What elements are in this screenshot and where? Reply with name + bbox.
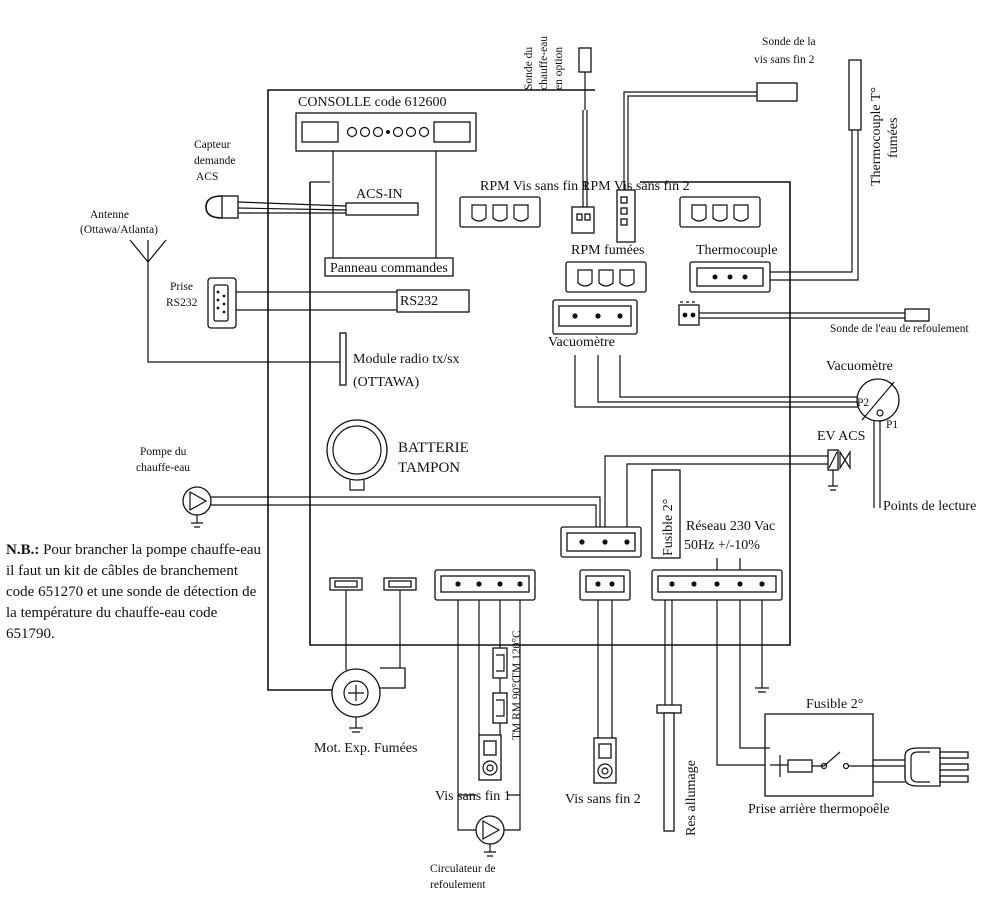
pompe-ev-connector bbox=[560, 526, 642, 558]
tm-120-thermostat bbox=[492, 647, 508, 679]
fusible-board-box bbox=[651, 469, 681, 559]
prise-arriere-label: Prise arrière thermopoêle bbox=[748, 802, 890, 817]
mot-exp-connector-1 bbox=[329, 577, 363, 591]
sonde-vis2-label: Sonde de la vis sans fin 2 bbox=[754, 36, 819, 66]
rpm-vis2-label: RPM Vis sans fin 2 bbox=[581, 179, 690, 194]
vis1-motor-icon bbox=[478, 734, 502, 781]
batterie-label: BATTERIE TAMPON bbox=[398, 440, 473, 476]
rpm-fumees-connector bbox=[565, 261, 647, 293]
vacuometre-connector-label: Vacuomètre bbox=[548, 335, 615, 350]
consolle-label: CONSOLLE code 612600 bbox=[298, 95, 447, 110]
rs232-plug-icon bbox=[207, 277, 237, 329]
main-board-outline bbox=[309, 181, 791, 646]
sonde-chauffe-eau-connector bbox=[571, 206, 595, 234]
rpm-fumees-label: RPM fumées bbox=[571, 243, 645, 258]
ev-acs-label: EV ACS bbox=[817, 429, 865, 444]
p2-label: P2 bbox=[857, 397, 869, 409]
acs-in-label: ACS-IN bbox=[356, 187, 403, 202]
sonde-refoulement-label: Sonde de l'eau de refoulement bbox=[830, 323, 970, 335]
mot-exp-label: Mot. Exp. Fumées bbox=[314, 741, 417, 756]
fusible-ext-label: Fusible 2° bbox=[806, 697, 863, 712]
vis1-label: Vis sans fin 1 bbox=[435, 789, 511, 804]
outer-frame-left bbox=[267, 89, 595, 691]
vis2-motor-icon bbox=[593, 737, 617, 784]
power-plug-icon bbox=[904, 747, 969, 787]
pompe-chauffe-eau-icon bbox=[182, 486, 212, 528]
nb-note: N.B.: Pour brancher la pompe chauffe-eau… bbox=[6, 540, 264, 645]
thermocouple-connector bbox=[689, 261, 771, 293]
pompe-label: Pompe du chauffe-eau bbox=[136, 446, 190, 474]
mot-exp-connector-2 bbox=[383, 577, 417, 591]
fusible-board-label: Fusible 2° bbox=[661, 499, 676, 556]
consolle-leds bbox=[346, 126, 430, 138]
tm-rm-90-thermostat bbox=[492, 692, 508, 724]
vacuometre-connector bbox=[552, 299, 638, 335]
nb-text: Pour brancher la pompe chauffe-eau il fa… bbox=[6, 542, 262, 642]
rs232-connector bbox=[396, 289, 470, 313]
vacuometre-gauge-icon bbox=[856, 378, 900, 422]
sonde-chauffe-label: Sonde du chauffe-eau en option bbox=[523, 33, 565, 90]
module-radio-box bbox=[339, 332, 347, 386]
capteur-acs-icon bbox=[205, 195, 239, 219]
p1-label: P1 bbox=[886, 419, 898, 431]
ev-acs-valve-icon bbox=[827, 449, 851, 491]
prise-rs232-label: Prise RS232 bbox=[166, 281, 198, 309]
rs232-label: RS232 bbox=[400, 294, 438, 309]
vis2-label: Vis sans fin 2 bbox=[565, 792, 641, 807]
rpm-vis1-connector bbox=[459, 196, 541, 228]
rpm-vis1-label: RPM Vis sans fin 1 bbox=[480, 179, 589, 194]
thermocouple-label: Thermocouple bbox=[696, 243, 778, 258]
vacuometre-label: Vacuomètre bbox=[826, 359, 893, 374]
batterie-tampon-icon bbox=[326, 419, 388, 491]
tm-120-label: TM 120°C bbox=[511, 630, 523, 680]
tm-rm-90-label: TM RM 90°C bbox=[511, 675, 523, 740]
circulateur-label: Circulateur de refoulement bbox=[430, 863, 498, 891]
vis1-connector bbox=[434, 569, 536, 601]
reseau-label: Réseau 230 Vac 50Hz +/-10% bbox=[684, 519, 779, 553]
antenne-label: Antenne (Ottawa/Atlanta) bbox=[80, 209, 158, 236]
capteur-label: Capteur demande ACS bbox=[194, 139, 238, 183]
points-lecture-label: Points de lecture bbox=[883, 499, 976, 514]
panneau-commandes-label: Panneau commandes bbox=[330, 261, 448, 276]
prise-arriere-box bbox=[764, 713, 874, 797]
sonde-chauffe-eau-probe bbox=[578, 47, 592, 73]
sonde-vis2-probe bbox=[756, 82, 798, 102]
thermocouple-fumees-label: Thermocouple T° fumées bbox=[869, 83, 901, 186]
circulateur-icon bbox=[475, 815, 505, 857]
antenna-icon bbox=[129, 239, 340, 363]
mot-exp-fumees-icon bbox=[331, 667, 406, 733]
sonde-vis2-connector bbox=[616, 189, 636, 243]
ground-icon bbox=[755, 680, 769, 693]
res-allumage-icon bbox=[656, 704, 682, 832]
sonde-refoulement-probe bbox=[904, 308, 930, 322]
nb-prefix: N.B.: bbox=[6, 542, 40, 558]
sonde-refoulement-connector bbox=[678, 304, 700, 326]
vis2-connector bbox=[579, 569, 631, 601]
thermocouple-fumees-probe bbox=[848, 59, 862, 131]
reseau-connector bbox=[651, 569, 783, 601]
module-radio-label: Module radio tx/sx (OTTAWA) bbox=[353, 352, 463, 390]
acs-in-connector bbox=[345, 202, 419, 216]
res-allumage-label: Res allumage bbox=[684, 760, 699, 836]
rpm-vis2-connector bbox=[679, 196, 761, 228]
fusible-switch-icon bbox=[779, 751, 850, 777]
panneau-commandes-box bbox=[324, 257, 454, 277]
